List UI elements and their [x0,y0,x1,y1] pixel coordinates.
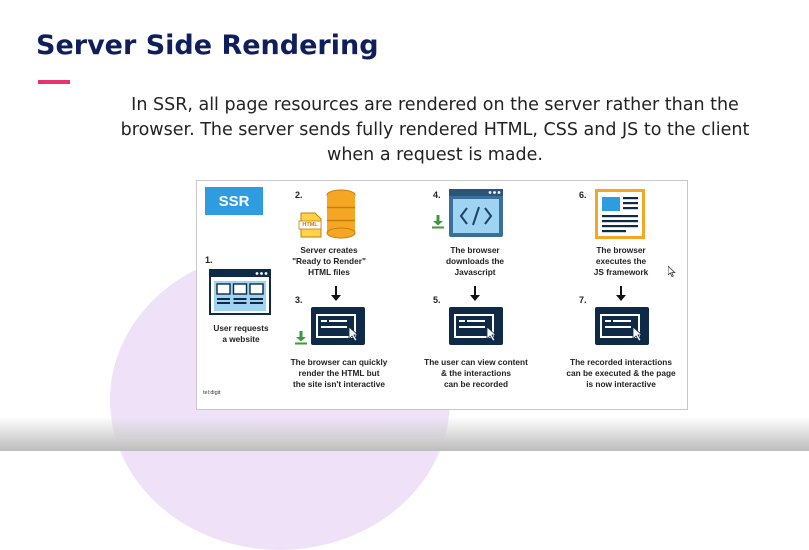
step-2-number: 2. [295,190,303,200]
document-window-icon [595,189,645,239]
dark-browser-icon [595,307,649,345]
down-arrow-icon [616,286,626,301]
slide-title: Server Side Rendering [36,30,379,61]
step-6-number: 6. [579,190,587,200]
step-7-number: 7. [579,295,587,305]
title-accent-bar [38,80,70,84]
download-icon [295,331,307,345]
bottom-shadow [0,417,809,451]
intro-text: In SSR, all page resources are rendered … [120,95,750,165]
dark-browser-icon [311,307,365,345]
ssr-diagram: SSR 1. User requests a website 2. HTML S… [196,180,688,410]
down-arrow-icon [331,286,341,301]
step-3-number: 3. [295,295,303,305]
browser-window-icon [209,269,271,315]
html-file-tag: HTML [302,222,318,228]
step-4-caption: The browser downloads the Javascript [445,245,505,277]
step-5-caption: The user can view content & the interact… [424,357,528,389]
dark-browser-icon [449,307,503,345]
credit-logo: tel:digit [203,390,221,396]
down-arrow-icon [470,286,480,301]
step-3-caption: The browser can quickly render the HTML … [290,357,388,389]
code-window-icon [449,189,503,237]
step-7-caption: The recorded interactions can be execute… [566,357,676,389]
ssr-badge: SSR [205,187,263,215]
server-database-icon [298,189,356,239]
step-1-caption: User requests a website [213,323,269,344]
step-6-caption: The browser executes the JS framework [593,245,649,277]
step-1-number: 1. [205,255,213,265]
mouse-cursor-icon [668,266,676,277]
download-icon [432,215,444,229]
step-4-number: 4. [433,190,441,200]
step-2-caption: Server creates "Ready to Render" HTML fi… [292,245,366,277]
step-5-number: 5. [433,295,441,305]
